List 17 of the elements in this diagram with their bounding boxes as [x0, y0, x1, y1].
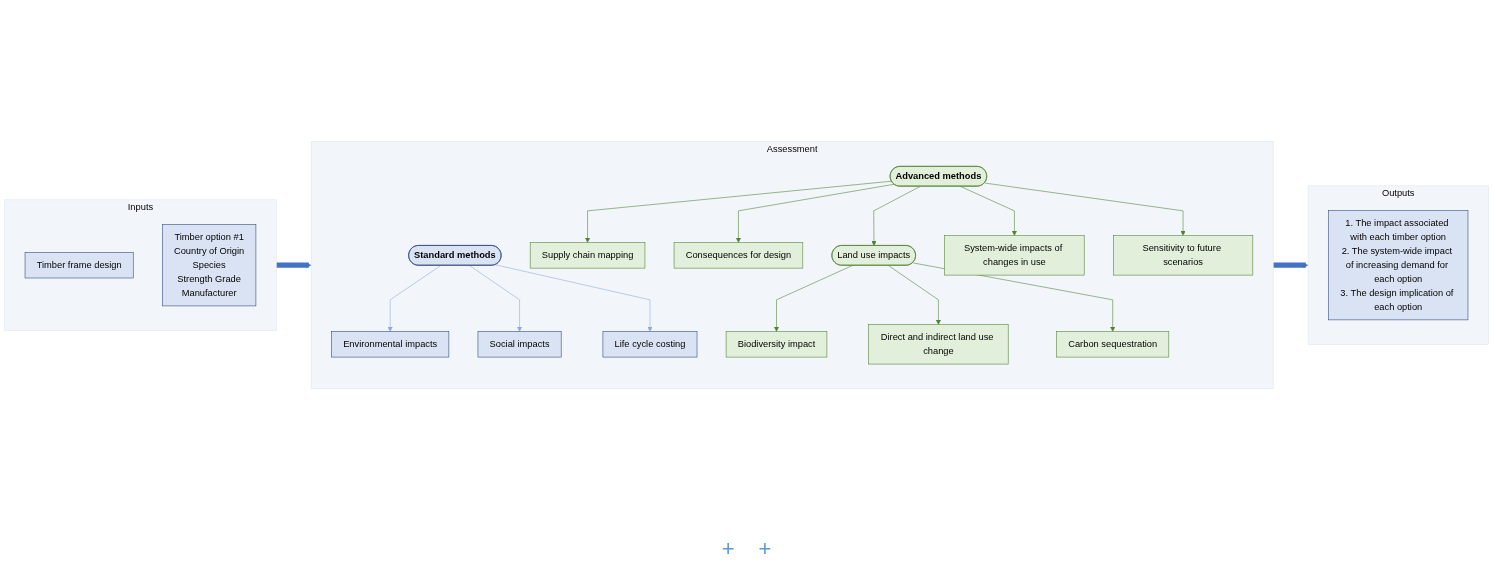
node-box: Sensitivity to future scenarios	[1113, 235, 1254, 276]
node-box: Direct and indirect land use change	[868, 324, 1009, 365]
node-box: Social impacts	[477, 331, 562, 358]
node-box: System-wide impacts of changes in use	[944, 235, 1085, 276]
plus-sign: +	[758, 536, 772, 561]
node-box: Supply chain mapping	[529, 242, 646, 269]
node-box: Consequences for design	[673, 242, 804, 269]
node-box: Life cycle costing	[602, 331, 698, 358]
plus-sign: +	[721, 536, 735, 561]
node-box: 1. The impact associated with each timber option 2. The system-wide impact of increasing demand for each option 3. The design implication of each option	[1328, 210, 1469, 320]
arrow	[1273, 262, 1309, 268]
node-box: Carbon sequestration	[1056, 331, 1170, 358]
node-box: Timber frame design	[24, 251, 134, 279]
node-box: Environmental impacts	[331, 331, 450, 358]
node-box: Biodiversity impact	[725, 331, 828, 358]
node-box: Timber option #1 Country of Origin Species Strength Grade Manufacturer	[162, 224, 257, 306]
arrow	[276, 262, 312, 268]
